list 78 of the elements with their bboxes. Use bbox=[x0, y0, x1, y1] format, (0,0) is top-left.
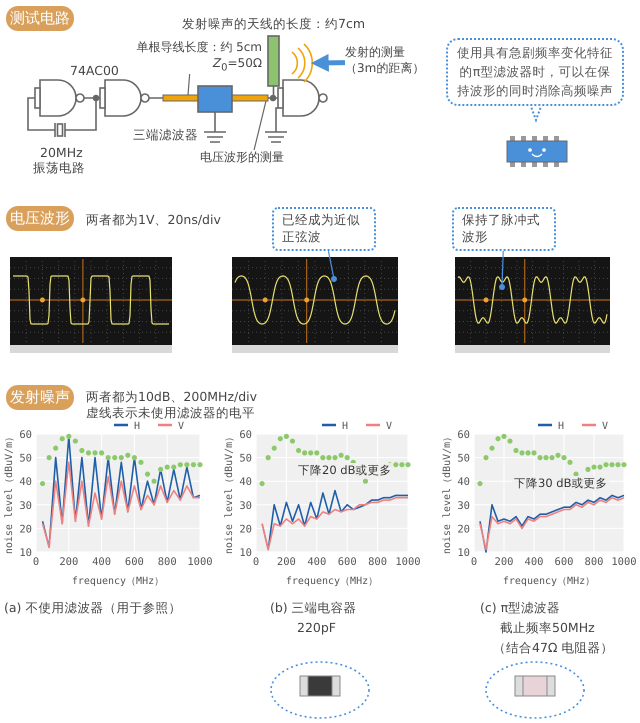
axis-tick-label: 10 bbox=[19, 547, 32, 559]
section-header: 测试电路 bbox=[6, 6, 74, 31]
axis-tick-label: 40 bbox=[19, 476, 32, 488]
axis-tick-label: 60 bbox=[239, 429, 252, 441]
leader-line bbox=[187, 74, 190, 96]
label-text: 两者都为10dB、200MHz/div bbox=[86, 389, 258, 406]
axis-title: noise level（dBuV/m） bbox=[442, 432, 453, 554]
axis-tick-label: 40 bbox=[239, 476, 252, 488]
axis-tick-label: 800 bbox=[584, 556, 604, 568]
axis-tick-label: 600 bbox=[554, 556, 574, 568]
label-text: (b) 三端电容器 bbox=[270, 600, 357, 616]
axis-tick-label: 200 bbox=[494, 556, 514, 568]
label-text: 三端滤波器 bbox=[133, 127, 198, 144]
axis-tick-label: 600 bbox=[124, 556, 144, 568]
axis-tick-label: 60 bbox=[19, 429, 32, 441]
label-text: 220pF bbox=[297, 620, 336, 636]
axis-tick-label: 10 bbox=[457, 547, 470, 559]
label-text: 截止频率50MHz bbox=[500, 620, 595, 636]
label-text: 20MHz bbox=[40, 145, 83, 162]
axis-tick-label: 60 bbox=[457, 429, 470, 441]
axis-tick-label: 30 bbox=[239, 500, 252, 512]
annotation-text: 电压波形的测量 bbox=[200, 150, 304, 167]
axis-tick-label: 200 bbox=[59, 556, 78, 568]
annotation-text: 单根导线长度：约 5cm Z$_{0}$=50Ω bbox=[120, 40, 262, 74]
label-text: (c) π型滤波器 bbox=[480, 600, 560, 616]
axis-tick-label: 20 bbox=[239, 523, 252, 536]
label-text: 振荡电路 bbox=[33, 160, 85, 176]
axis-tick-label: 800 bbox=[368, 556, 388, 568]
axis-tick-label: 0 bbox=[470, 556, 478, 568]
callout-box: 已经成为近似正弦波 bbox=[272, 207, 376, 251]
leader-line bbox=[328, 250, 337, 282]
axis-tick-label: 400 bbox=[524, 556, 544, 568]
legend-label: V bbox=[178, 421, 184, 432]
axis-title: noise level（dBuV/m） bbox=[4, 432, 15, 554]
leader-line bbox=[253, 100, 267, 150]
axis-tick-label: 200 bbox=[276, 556, 296, 568]
label-text: 虚线表示未使用滤波器的电平 bbox=[86, 405, 255, 422]
chart-annotation: 下降20 dB或更多 bbox=[296, 463, 394, 478]
label-text: 发射噪声的天线的长度：约7cm bbox=[182, 16, 366, 32]
axis-tick-label: 40 bbox=[457, 476, 470, 488]
axis-tick-label: 800 bbox=[158, 556, 177, 568]
axis-tick-label: 50 bbox=[457, 452, 470, 465]
axis-tick-label: 30 bbox=[19, 500, 32, 512]
leader-line bbox=[499, 250, 505, 290]
axis-title: frequency（MHz） bbox=[502, 576, 596, 587]
axis-title: frequency（MHz） bbox=[286, 576, 378, 587]
axis-tick-label: 400 bbox=[307, 556, 326, 568]
label-text: 两者都为1V、20ns/div bbox=[86, 212, 221, 228]
section-header: 电压波形 bbox=[6, 206, 74, 231]
axis-title: frequency（MHz） bbox=[72, 576, 164, 587]
label-text: （结合47Ω 电阻器） bbox=[493, 640, 614, 656]
section-header: 发射噪声 bbox=[6, 385, 74, 410]
axis-tick-label: 50 bbox=[239, 452, 252, 465]
arrow bbox=[310, 54, 346, 72]
speech-bubble: 使用具有急剧频率变化特征的π型滤波器时，可以在保持波形的同时消除高频噪声 bbox=[446, 38, 624, 106]
axis-tick-label: 20 bbox=[19, 523, 32, 536]
axis-tick-label: 0 bbox=[32, 556, 40, 568]
axis-tick-label: 30 bbox=[457, 500, 470, 512]
legend-label: V bbox=[386, 421, 392, 432]
annotation-text: 发射的测量（3m的距离） bbox=[345, 45, 425, 79]
axis-tick-label: 400 bbox=[92, 556, 112, 568]
axis-tick-label: 1000 bbox=[187, 556, 213, 568]
axis-tick-label: 10 bbox=[239, 547, 252, 559]
axis-tick-label: 1000 bbox=[395, 556, 421, 568]
legend-label: H bbox=[558, 421, 564, 432]
label-text: (a) 不使用滤波器（用于参照） bbox=[4, 600, 182, 616]
axis-title: noise level（dBuV/m） bbox=[224, 432, 235, 554]
label-text: 74AC00 bbox=[70, 63, 119, 80]
axis-tick-label: 1000 bbox=[611, 556, 637, 568]
axis-tick-label: 0 bbox=[252, 556, 260, 568]
legend-label: H bbox=[342, 421, 348, 432]
axis-tick-label: 20 bbox=[457, 523, 470, 536]
callout-box: 保持了脉冲式波形 bbox=[452, 207, 556, 251]
chart-annotation: 下降30 dB或更多 bbox=[512, 476, 610, 491]
legend-label: V bbox=[602, 421, 608, 432]
axis-tick-label: 600 bbox=[338, 556, 357, 568]
axis-tick-label: 50 bbox=[19, 452, 32, 465]
legend-label: H bbox=[134, 421, 140, 432]
